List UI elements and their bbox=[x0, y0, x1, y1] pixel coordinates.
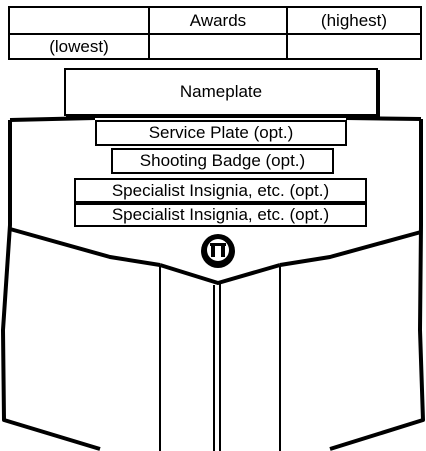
specialist-insignia-box-1: Specialist Insignia, etc. (opt.) bbox=[74, 178, 367, 203]
right-flap-line bbox=[279, 230, 422, 267]
service-plate-box: Service Plate (opt.) bbox=[95, 120, 347, 146]
ribbon-cell-1-3: (highest) bbox=[286, 6, 422, 35]
ribbon-cell-2-3 bbox=[286, 33, 422, 60]
left-side-outline bbox=[1, 120, 101, 451]
nameplate-box: Nameplate bbox=[64, 68, 378, 116]
left-flap-line bbox=[9, 227, 161, 267]
center-v-line bbox=[159, 263, 281, 285]
ribbon-cell-2-1: (lowest) bbox=[8, 33, 150, 60]
ribbon-cell-1-2: Awards bbox=[148, 6, 288, 35]
shooting-badge-box: Shooting Badge (opt.) bbox=[111, 148, 334, 174]
ribbon-cell-2-2 bbox=[148, 33, 288, 60]
ribbon-cell-1-1 bbox=[8, 6, 150, 35]
right-shoulder-line bbox=[345, 116, 422, 121]
right-side-outline bbox=[329, 119, 425, 451]
specialist-insignia-box-2: Specialist Insignia, etc. (opt.) bbox=[74, 203, 367, 227]
left-shoulder-line bbox=[9, 116, 96, 122]
uniform-button-icon bbox=[201, 234, 235, 268]
